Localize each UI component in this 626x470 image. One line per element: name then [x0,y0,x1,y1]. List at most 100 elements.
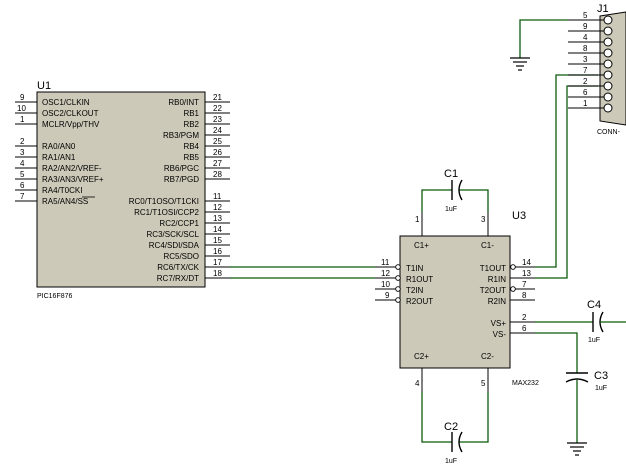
u1-pin-label: RB4 [183,142,199,151]
c2-ref: C2 [444,421,458,433]
u1-pin-label: RC7/RX/DT [157,274,199,283]
u1-pin-num: 18 [213,269,222,278]
capacitor-c1: C1 1uF [421,168,489,213]
u1-part: PIC16F876 [37,293,73,300]
u1-pin-label: RB0/INT [168,98,199,107]
u3-part: MAX232 [512,380,539,387]
u1-pin-num: 23 [213,115,222,124]
u1-pin-label: RC3/SCK/SCL [147,230,200,239]
u3-pin-label: VS+ [491,319,507,328]
u3-pin-label: R1IN [488,275,506,284]
j1-pin-num: 5 [583,11,588,20]
u1-pin-num: 21 [213,93,222,102]
c2-value: 1uF [445,458,457,465]
u1-pin-num: 3 [20,148,25,157]
u3-pin-num: 4 [415,379,420,388]
u1-pin-num: 10 [17,104,26,113]
u1-pin-label: RC1/T1OSI/CCP2 [134,208,199,217]
u1-pin-label: RA4/T0CKI [42,186,82,195]
u3-pin-label: T1IN [406,264,424,273]
ground-icon [510,57,530,71]
c3-ref: C3 [594,370,608,382]
u1-body [36,91,206,288]
u1-pin-label: RA3/AN3/VREF+ [42,175,104,184]
u1-pin-num: 5 [20,170,25,179]
c4-value: 1uF [588,337,600,344]
j1-pin-num: 2 [583,77,588,86]
u3-pin-label: T2IN [406,286,424,295]
u1-pin-num: 25 [213,137,222,146]
j1-pin-num: 9 [583,22,588,31]
u1-pin-label: RC0/T1OSO/T1CKI [129,197,199,206]
u1-pin-label: RA5/AN4/SS [42,197,88,206]
u1-pin-num: 17 [213,258,222,267]
u1-pin-label: RA2/AN2/VREF- [42,164,102,173]
u1-pin-label: RB6/PGC [164,164,199,173]
u3-pin-num: 2 [522,313,527,322]
u1-pin-label: RA0/AN0 [42,142,76,151]
j1-connector: J1 CONN- 5 9 4 8 3 7 2 6 1 [568,3,626,136]
u1-pin-num: 26 [213,148,222,157]
u3-pin-num: 13 [522,269,531,278]
ground-icon [567,442,587,456]
u3-pin-label: R2OUT [406,297,433,306]
j1-part: CONN- [597,129,621,136]
u1-pin-label: RB3/PGM [163,131,199,140]
capacitor-c2: C2 1uF [421,392,489,465]
u1-pin-num: 14 [213,225,222,234]
u1-pin-num: 28 [213,170,222,179]
u1-pin-num: 2 [20,137,25,146]
u1-pin-num: 27 [213,159,222,168]
j1-pin-num: 1 [583,99,588,108]
u3-pin-label: VS- [493,330,507,339]
u1-pin-num: 13 [213,214,222,223]
u3-pin-num: 6 [522,324,527,333]
u3-pin-label: C2- [481,352,494,361]
u1-pin-num: 9 [20,93,25,102]
u3-pin-label: R1OUT [406,275,433,284]
c3-value: 1uF [595,385,607,392]
u1-pin-label: RB1 [183,109,199,118]
u1-pin-num: 12 [213,203,222,212]
j1-pin-num: 8 [583,44,588,53]
u1-pin-num: 6 [20,181,25,190]
u3-pin-label: C1- [481,241,494,250]
u3-pin-label: R2IN [488,297,506,306]
u1-right-pins: RB0/INT 21 RB1 22 RB2 23 RB3/PGM 24 RB4 … [129,93,230,283]
u1-pin-num: 24 [213,126,222,135]
u1-pin-label: RC2/CCP1 [159,219,199,228]
j1-pin-num: 7 [583,66,588,75]
u1-pin-num: 22 [213,104,222,113]
u1-pin-num: 7 [20,192,25,201]
u3-pin-num: 14 [522,258,531,267]
u3-pin-num: 9 [385,291,390,300]
uart-wires [230,266,375,279]
u3-pin-label: C2+ [414,352,429,361]
u3-pin-num: 3 [481,215,486,224]
u3-pin-num: 1 [415,215,420,224]
u1-pin-num: 16 [213,247,222,256]
u1-pin-label: RC6/TX/CK [157,263,199,272]
u1-left-pins: 9 OSC1/CLKIN 10 OSC2/CLKOUT 1 MCLR/Vpp/T… [15,93,104,206]
u1-pin-label: RA1/AN1 [42,153,76,162]
u3-pin-label: T1OUT [480,264,506,273]
u1-pin-num: 4 [20,159,25,168]
u3-body [399,235,511,369]
u1-pin-label: RC4/SDI/SDA [149,241,200,250]
u3-chip: U3 MAX232 1 C1+ 3 C1- 4 C2+ 5 C2- 11 T1I… [375,210,539,392]
u3-pin-num: 5 [481,379,486,388]
u1-chip: U1 PIC16F876 9 OSC1/CLKIN 10 OSC2/CLKOUT… [15,80,230,300]
u1-pin-num: 11 [213,192,222,201]
u1-ref: U1 [37,80,51,92]
u1-pin-label: RB5 [183,153,199,162]
capacitor-c3: C3 1uF [535,332,608,443]
u1-pin-label: RB2 [183,120,199,129]
c4-ref: C4 [587,299,601,311]
j1-pin-num: 6 [583,88,588,97]
u3-pin-num: 11 [381,258,390,267]
u3-pin-num: 12 [381,269,390,278]
u1-pin-num: 15 [213,236,222,245]
j1-pin-num: 4 [583,33,588,42]
u3-pin-num: 7 [522,280,527,289]
